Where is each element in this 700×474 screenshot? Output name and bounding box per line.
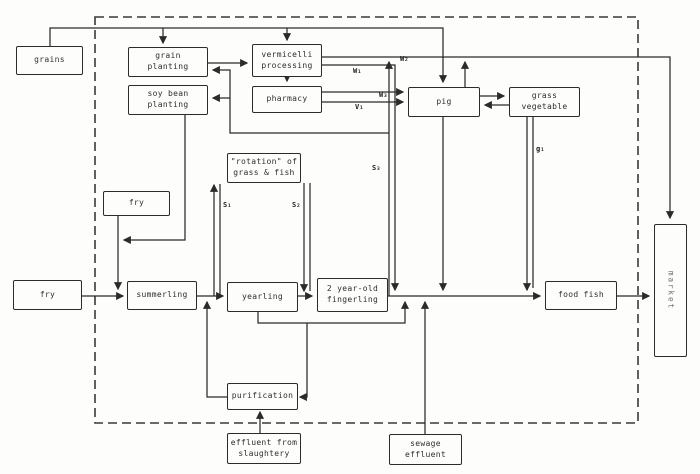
node-summerling: summerling (127, 281, 197, 310)
node-fry-nursery: fry (103, 191, 170, 216)
node-market: market (654, 224, 687, 357)
node-soy-bean-planting: soy bean planting (128, 85, 208, 115)
flow-label-w3: W₃ (379, 91, 388, 99)
flow-label-s3: S₃ (372, 164, 381, 172)
node-two-year-old-fingerling: 2 year-old fingerling (317, 278, 388, 312)
node-grain-planting: grain planting (128, 47, 208, 77)
node-vermicelli-processing: vermicelli processing (252, 44, 322, 77)
flow-label-s2: S₂ (292, 201, 301, 209)
flow-label-w2: W₂ (400, 55, 409, 63)
node-grains: grains (16, 46, 83, 75)
flow-label-s1: S₁ (223, 201, 232, 209)
flow-lines (49, 27, 675, 434)
node-effluent-from-slaughtery: effluent from slaughtery (227, 433, 301, 464)
flow-label-g1: g₁ (536, 145, 545, 153)
node-purification: purification (227, 383, 298, 410)
system-boundary (94, 16, 639, 424)
node-yearling: yearling (227, 282, 298, 312)
node-food-fish: food fish (545, 281, 617, 310)
node-pig: pig (408, 87, 480, 117)
node-pharmacy: pharmacy (252, 86, 322, 113)
node-rotation-grass-fish: "rotation" of grass & fish (227, 153, 301, 183)
node-sewage-effluent: sewage effluent (389, 434, 462, 465)
flow-label-w1: W₁ (353, 67, 362, 75)
node-fry-input: fry (13, 280, 82, 310)
flow-label-v1: V₁ (355, 103, 364, 111)
node-grass-vegetable: grass vegetable (509, 87, 580, 117)
